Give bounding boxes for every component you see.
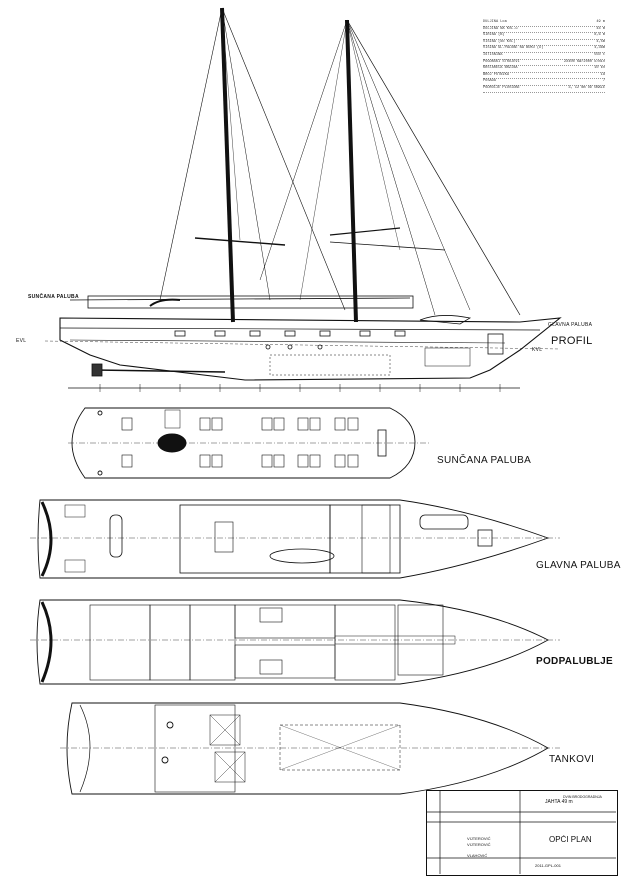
checked-by: VIJTEROVIĆ [467, 842, 491, 847]
spec-table: DULJINA Loa 49 m DULJINA NA KVL-u 44 m ŠIRIN… [483, 20, 605, 93]
spec-value: 10 kn [594, 66, 605, 71]
main-deck-side-label: GLAVNA PALUBA [548, 322, 593, 328]
spec-row: DULJINA NA KVL-u 44 m [483, 27, 605, 34]
spec-name: DULJINA Loa [483, 20, 507, 24]
spec-name: DULJINA NA KVL-u [483, 26, 518, 31]
spec-row: KRSTARECA BRZINA 10 kn [483, 66, 605, 73]
profile-label: PROFIL [551, 335, 593, 347]
spec-value: 2X400 KW/2000 o/min [564, 59, 605, 64]
lower-deck-plan [30, 599, 560, 685]
vessel-name: JAHTA 49 m [545, 799, 573, 805]
spec-row: ŠIRINA (B) 8,6 m [483, 33, 605, 40]
main-mast [220, 7, 235, 323]
spec-name: ISTISNINA [483, 52, 503, 57]
spec-name: ŠIRINA (B) [483, 33, 505, 38]
spec-name: POSADA [483, 79, 496, 84]
spec-value: 7 [602, 79, 605, 84]
spec-name: VISINA GL.PALUBE NA BOKU (D) [483, 46, 544, 51]
sun-deck-label: SUNČANA PALUBA [437, 455, 532, 466]
spec-value: 8,6 m [594, 33, 605, 38]
tanks-plan [60, 702, 560, 795]
sun-deck-plan [68, 407, 430, 479]
spec-value: 18 [600, 72, 605, 77]
spec-row: ISTISNINA 550 t [483, 53, 605, 60]
title-block-grid [426, 790, 616, 874]
spec-value: 49 m [596, 20, 605, 24]
spec-row: VISINA GL.PALUBE NA BOKU (D) 4,36m [483, 46, 605, 53]
spec-row: DULJINA Loa 49 m [483, 20, 605, 27]
spec-value: 44 m [596, 26, 605, 31]
mizzen-mast [345, 19, 358, 323]
profile-view [44, 7, 562, 392]
kvl-label: KVL [532, 347, 543, 353]
spec-name: VISINA (do KVL) [483, 39, 516, 44]
spec-name: BROJ PUTNIKA [483, 72, 509, 77]
spec-name: PODRUČJE PLOVIDBE [483, 85, 520, 90]
spec-name: POGONSKI STROJEVI [483, 59, 520, 64]
approved-by: VLAHOVIĆ [467, 853, 488, 858]
spec-row: POGONSKI STROJEVI 2X400 KW/2000 o/min [483, 60, 605, 67]
spec-row: BROJ PUTNIKA 18 [483, 73, 605, 80]
spec-value: 4,5m [596, 39, 605, 44]
drawing-number: 2011-GPL-001 [535, 863, 561, 868]
spec-row: POSADA 7 [483, 79, 605, 86]
spec-value: 550 t [594, 52, 605, 57]
spec-row: VISINA (do KVL) 4,5m [483, 40, 605, 47]
jacuzzi [157, 433, 187, 453]
tanks-label: TANKOVI [549, 754, 595, 765]
designer-name: DVIN BRODOGRADNJA [563, 795, 602, 799]
drawing-title: OPĆI PLAN [549, 835, 592, 844]
spec-row: PODRUČJE PLOVIDBE 3, 12 Nm OD OBALE [483, 86, 605, 93]
sun-deck-side-label: SUNČANA PALUBA [28, 294, 79, 300]
lower-deck-label: PODPALUBLJE [536, 656, 614, 667]
title-block: JAHTA 49 m DVIN BRODOGRADNJA OPĆI PLAN V… [426, 790, 618, 876]
spec-name: KRSTARECA BRZINA [483, 66, 518, 71]
drawn-by: VIJTEROVIĆ [467, 836, 491, 841]
main-deck-label: GLAVNA PALUBA [536, 560, 621, 571]
main-deck-plan [30, 499, 560, 579]
spec-value: 4,36m [594, 46, 605, 51]
evl-label: EVL [16, 338, 27, 344]
spec-value: 3, 12 Nm OD OBALE [568, 85, 605, 90]
